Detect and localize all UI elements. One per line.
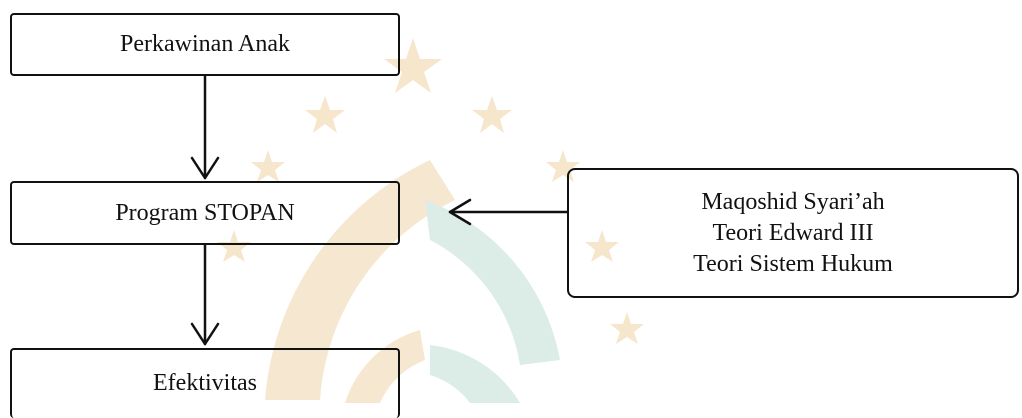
node-program-stopan: Program STOPAN [10,181,400,245]
connectors [190,74,569,346]
star-icon [217,230,251,262]
node-label: Perkawinan Anak [120,31,290,57]
star-icon [585,230,619,262]
star-icon [546,150,580,182]
node-theories: Maqoshid Syari’ah Teori Edward III Teori… [567,168,1019,298]
watermark-arc-green-lower [430,345,520,403]
arrowhead-down-icon [190,156,220,180]
arrowhead-left-icon [448,198,472,226]
watermark-stars-icon [217,38,644,344]
node-label-maqoshid: Maqoshid Syari’ah [701,188,885,215]
node-label-sistem-hukum: Teori Sistem Hukum [693,250,893,277]
node-label-edward: Teori Edward III [712,219,874,246]
watermark-arc-gold-lower [345,330,425,403]
watermark-arc-gold [265,160,455,400]
star-icon [384,38,442,93]
node-efektivitas: Efektivitas [10,348,400,418]
star-icon [610,312,644,344]
node-perkawinan-anak: Perkawinan Anak [10,13,400,76]
star-icon [305,96,345,133]
star-icon [472,96,512,133]
node-label: Efektivitas [153,370,257,396]
watermark-logo [217,38,644,403]
arrowhead-down-icon [190,322,220,346]
star-icon [251,150,285,182]
node-label: Program STOPAN [115,199,295,226]
watermark-arc-green [425,200,560,365]
